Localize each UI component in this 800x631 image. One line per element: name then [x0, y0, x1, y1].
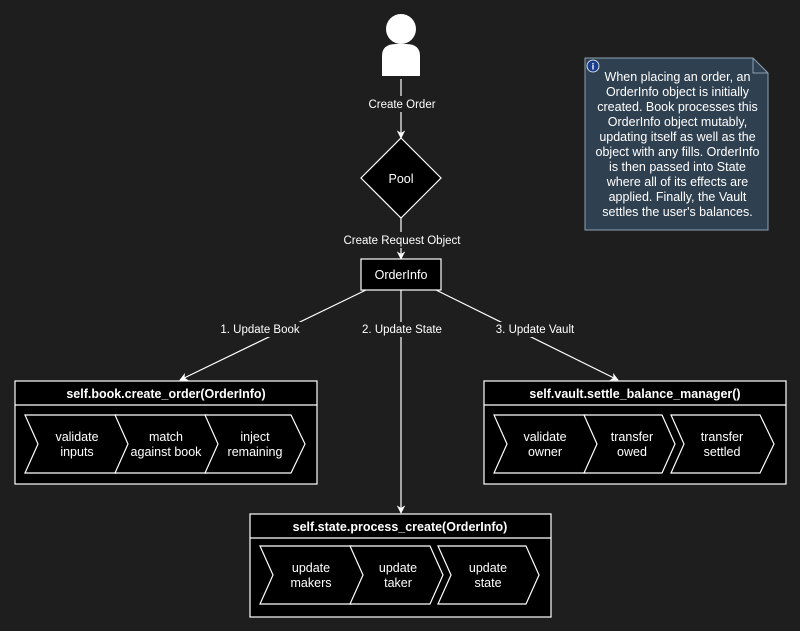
- state-step-1-line1: update: [292, 561, 330, 575]
- book-step-3-line2: remaining: [228, 445, 283, 459]
- note-text: When placing an order, an OrderInfo obje…: [595, 70, 760, 219]
- book-step-2: match against book: [114, 414, 221, 474]
- edge-label-update-state: 2. Update State: [362, 324, 442, 336]
- book-container: self.book.create_order(OrderInfo) valida…: [14, 380, 318, 485]
- state-step-2-line1: update: [379, 561, 417, 575]
- orderinfo-node: [360, 258, 442, 291]
- vault-step-2: transfer owed: [583, 414, 676, 474]
- vault-step-2-line2: owed: [617, 445, 647, 459]
- pool-label: Pool: [388, 172, 413, 186]
- edge-label-create-order: Create Order: [368, 99, 435, 111]
- vault-step-3-line1: transfer: [701, 430, 743, 444]
- book-step-3: inject remaining: [204, 414, 306, 474]
- vault-container: self.vault.settle_balance_manager() vali…: [483, 380, 787, 485]
- vault-step-3-line2: settled: [704, 445, 741, 459]
- info-icon: i: [586, 59, 600, 73]
- state-step-1-line2: makers: [291, 576, 332, 590]
- vault-step-2-line1: transfer: [611, 430, 653, 444]
- book-step-1-line2: inputs: [60, 445, 93, 459]
- vault-step-1: validate owner: [493, 414, 600, 474]
- vault-step-1-line2: owner: [528, 445, 562, 459]
- edge-label-update-vault: 3. Update Vault: [496, 324, 575, 336]
- book-step-2-line1: match: [149, 430, 183, 444]
- state-step-3: update state: [437, 545, 540, 605]
- note-shape: [584, 57, 769, 231]
- user-icon: [382, 14, 420, 76]
- vault-step-3: transfer settled: [670, 414, 775, 474]
- book-step-2-line2: against book: [131, 445, 203, 459]
- state-step-3-line2: state: [474, 576, 501, 590]
- book-step-3-line1: inject: [240, 430, 270, 444]
- state-step-1: update makers: [259, 545, 366, 605]
- vault-title: self.vault.settle_balance_manager(): [529, 387, 740, 401]
- book-title: self.book.create_order(OrderInfo): [66, 387, 265, 401]
- state-step-2: update taker: [349, 545, 444, 605]
- state-title: self.state.process_create(OrderInfo): [293, 520, 508, 534]
- vault-step-1-line1: validate: [523, 430, 566, 444]
- book-step-1: validate inputs: [24, 414, 131, 474]
- svg-text:i: i: [592, 62, 595, 72]
- edge-label-create-request-object: Create Request Object: [344, 235, 462, 247]
- state-step-3-line1: update: [469, 561, 507, 575]
- state-step-2-line2: taker: [384, 576, 412, 590]
- edge-label-update-book: 1. Update Book: [220, 324, 300, 336]
- orderinfo-label: OrderInfo: [375, 268, 428, 282]
- book-step-1-line1: validate: [55, 430, 98, 444]
- state-container: self.state.process_create(OrderInfo) upd…: [249, 513, 552, 618]
